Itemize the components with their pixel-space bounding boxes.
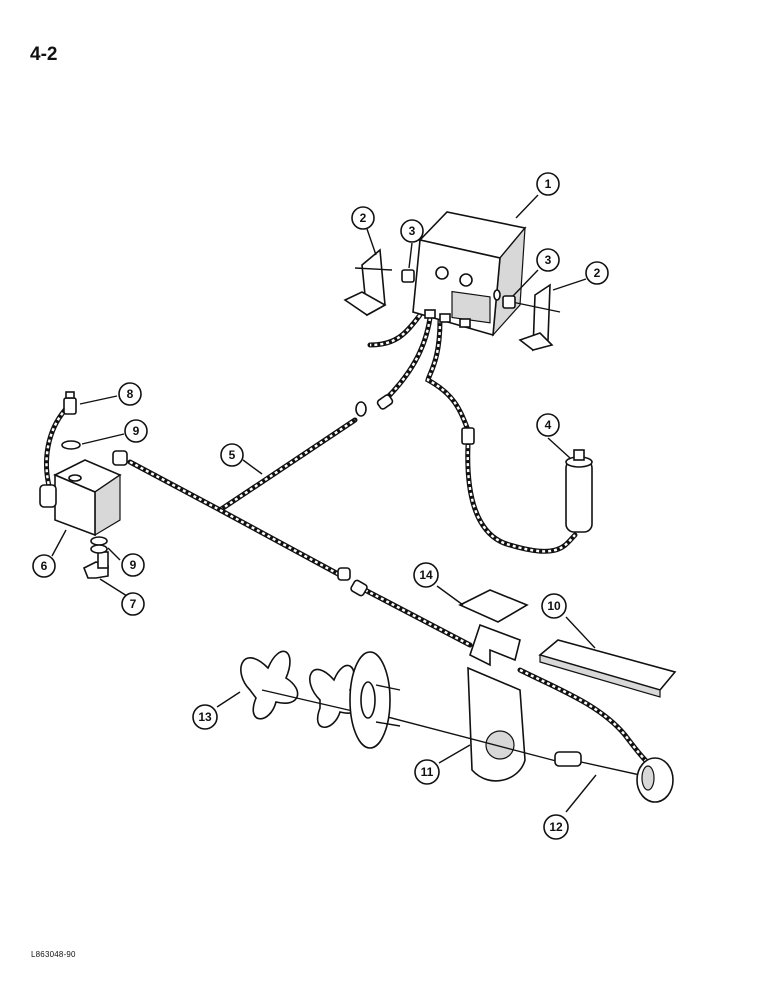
harness-connectors — [112, 394, 475, 597]
callout-2: 2 — [351, 206, 375, 230]
svg-text:11: 11 — [421, 765, 434, 779]
callout-3: 3 — [536, 248, 560, 272]
svg-text:3: 3 — [545, 253, 552, 267]
mounting-bracket-right — [511, 283, 561, 352]
mounting-plate — [458, 589, 529, 623]
callout-2: 2 — [585, 261, 609, 285]
callout-13: 13 — [192, 704, 218, 730]
svg-text:4: 4 — [545, 418, 552, 432]
elbow-fitting — [82, 551, 109, 579]
svg-text:13: 13 — [198, 710, 212, 724]
control-box — [412, 211, 527, 337]
svg-text:9: 9 — [130, 558, 137, 572]
shield — [538, 639, 677, 698]
spacer-left — [401, 269, 415, 283]
fitting-8 — [63, 391, 77, 415]
callout-5: 5 — [220, 443, 244, 467]
sensor-canister — [565, 449, 593, 533]
svg-text:2: 2 — [360, 211, 367, 225]
svg-text:1: 1 — [545, 177, 552, 191]
svg-text:14: 14 — [419, 568, 433, 582]
callout-1: 1 — [536, 172, 560, 196]
sensor-bracket — [467, 623, 526, 782]
callout-11: 11 — [414, 759, 440, 785]
callout-6: 6 — [32, 554, 56, 578]
o-ring-lower — [90, 536, 108, 554]
svg-text:12: 12 — [549, 820, 563, 834]
callout-4: 4 — [536, 413, 560, 437]
svg-text:6: 6 — [41, 559, 48, 573]
page-number: 4-2 — [30, 44, 58, 65]
figure-code: L863048-90 — [31, 950, 76, 959]
svg-text:9: 9 — [133, 424, 140, 438]
callout-12: 12 — [543, 814, 569, 840]
o-ring-upper — [61, 440, 81, 450]
mounting-bracket-left — [343, 248, 393, 317]
svg-text:8: 8 — [127, 387, 134, 401]
valve-block — [39, 459, 122, 537]
shaft-assembly — [240, 650, 401, 749]
callout-10: 10 — [541, 593, 567, 619]
svg-text:10: 10 — [547, 599, 561, 613]
callout-9: 9 — [124, 419, 148, 443]
leader-lines — [51, 194, 597, 813]
svg-text:3: 3 — [409, 224, 416, 238]
svg-text:7: 7 — [130, 597, 137, 611]
callout-8: 8 — [118, 382, 142, 406]
callout-14: 14 — [413, 562, 439, 588]
svg-text:5: 5 — [229, 448, 236, 462]
spacer-right — [502, 295, 516, 309]
callout-9: 9 — [121, 553, 145, 577]
wiring-harness — [44, 312, 653, 768]
sensor-probe — [379, 714, 674, 803]
callout-3: 3 — [400, 219, 424, 243]
callout-7: 7 — [121, 592, 145, 616]
svg-text:2: 2 — [594, 266, 601, 280]
